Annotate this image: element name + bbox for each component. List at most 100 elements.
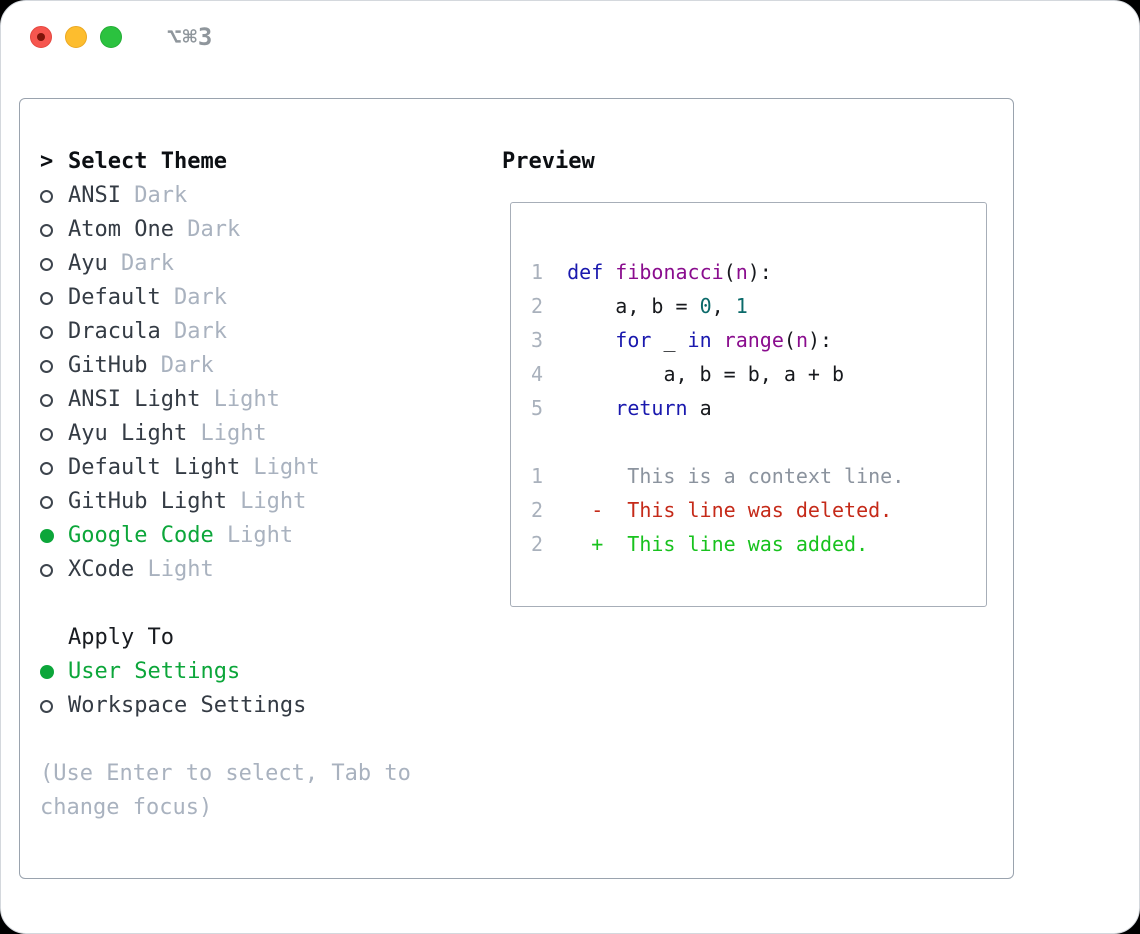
theme-variant: Light: [253, 455, 320, 480]
theme-variant: Dark: [173, 285, 227, 310]
theme-radio[interactable]: [40, 359, 68, 373]
code-token-plain: [567, 396, 615, 420]
theme-variant: Light: [240, 489, 307, 514]
theme-variant: Dark: [187, 217, 241, 242]
theme-radio[interactable]: [40, 461, 68, 475]
apply-radio[interactable]: [40, 665, 68, 679]
theme-radio[interactable]: [40, 529, 68, 543]
apply-radio[interactable]: [40, 699, 68, 713]
theme-radio[interactable]: [40, 393, 68, 407]
theme-radio[interactable]: [40, 325, 68, 339]
code-line: 5 return a: [531, 391, 986, 425]
theme-radio[interactable]: [40, 427, 68, 441]
theme-radio[interactable]: [40, 563, 68, 577]
theme-name: Atom One: [68, 217, 174, 242]
apply-option-label: User Settings: [68, 659, 241, 684]
close-button[interactable]: [30, 26, 52, 48]
radio-unselected-icon: [40, 189, 53, 203]
code-token-function: range: [723, 328, 784, 352]
code-token-keyword: return: [615, 396, 688, 420]
code-token-plain: (: [783, 328, 796, 352]
apply-to-header: Apply To: [40, 621, 502, 655]
preview-title: Preview: [502, 149, 595, 174]
theme-name: Ayu Light: [68, 421, 188, 446]
theme-name: Default: [68, 285, 161, 310]
code-token-function: fibonacci: [615, 260, 724, 284]
diff-line-context: 1 This is a context line.: [531, 459, 986, 493]
radio-unselected-icon: [40, 223, 53, 237]
close-button-dot-icon: [37, 33, 45, 41]
theme-option-7[interactable]: Ayu Light Light: [40, 417, 502, 451]
focus-indicator-icon: >: [40, 149, 54, 174]
maximize-button[interactable]: [100, 26, 122, 48]
theme-option-1[interactable]: Atom One Dark: [40, 213, 502, 247]
diff-marker-icon: +: [591, 532, 604, 556]
radio-unselected-icon: [40, 325, 53, 339]
line-number: 5: [531, 396, 544, 420]
code-line: 4 a, b = b, a + b: [531, 357, 986, 391]
code-token-function: n: [735, 260, 748, 284]
line-number: 2: [531, 532, 544, 556]
diff-text: This line was added.: [627, 532, 869, 556]
theme-radio[interactable]: [40, 223, 68, 237]
select-theme-header: > Select Theme: [40, 145, 502, 179]
theme-variant: Light: [200, 421, 267, 446]
code-token-literal: 1: [735, 294, 748, 318]
minimize-button[interactable]: [65, 26, 87, 48]
code-token-plain: [712, 328, 724, 352]
theme-name: Ayu: [68, 251, 108, 276]
theme-variant: Dark: [173, 319, 227, 344]
theme-radio[interactable]: [40, 257, 68, 271]
diff-text: This is a context line.: [627, 464, 905, 488]
theme-name: GitHub: [68, 353, 148, 378]
spacer: [40, 587, 502, 621]
diff-marker-icon: -: [591, 498, 604, 522]
line-number: 2: [531, 294, 544, 318]
theme-option-3[interactable]: Default Dark: [40, 281, 502, 315]
radio-unselected-icon: [40, 393, 53, 407]
radio-unselected-icon: [40, 699, 53, 713]
line-number: 1: [531, 260, 544, 284]
code-token-plain: [603, 260, 615, 284]
theme-option-2[interactable]: Ayu Dark: [40, 247, 502, 281]
theme-name: XCode: [68, 557, 135, 582]
code-line: 3 for _ in range(n):: [531, 323, 986, 357]
theme-radio[interactable]: [40, 495, 68, 509]
theme-variant: Light: [213, 387, 280, 412]
theme-name: Google Code: [68, 523, 214, 548]
radio-unselected-icon: [40, 359, 53, 373]
theme-radio[interactable]: [40, 189, 68, 203]
radio-selected-icon: [40, 529, 54, 543]
code-token-plain: ,: [711, 294, 736, 318]
line-number: 1: [531, 464, 544, 488]
code-line: 2 a, b = 0, 1: [531, 289, 986, 323]
apply-option-1[interactable]: Workspace Settings: [40, 689, 502, 723]
theme-option-5[interactable]: GitHub Dark: [40, 349, 502, 383]
code-token-plain: a: [687, 396, 712, 420]
radio-unselected-icon: [40, 291, 53, 305]
apply-option-0[interactable]: User Settings: [40, 655, 502, 689]
window-controls: [30, 26, 122, 48]
spacer: [40, 723, 502, 757]
line-number: 3: [531, 328, 544, 352]
theme-variant: Dark: [160, 353, 214, 378]
select-theme-title: Select Theme: [68, 149, 227, 174]
theme-radio[interactable]: [40, 291, 68, 305]
theme-variant: Dark: [120, 251, 174, 276]
spacer: [531, 425, 986, 459]
radio-unselected-icon: [40, 427, 53, 441]
radio-unselected-icon: [40, 563, 53, 577]
